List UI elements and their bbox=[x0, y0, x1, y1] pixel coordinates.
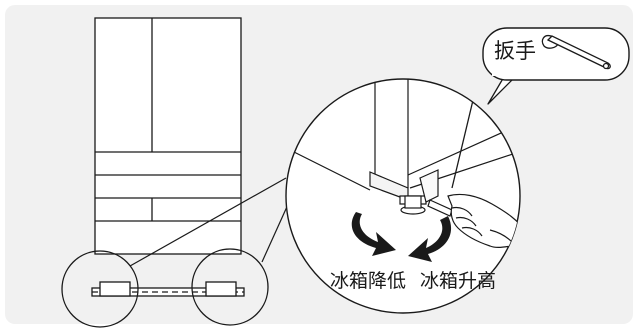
right-foot bbox=[205, 281, 237, 297]
fridge-body bbox=[94, 17, 242, 255]
callout-lines bbox=[129, 177, 291, 267]
raise-arrow-icon bbox=[408, 216, 452, 262]
raise-fridge-label: 冰箱升高 bbox=[420, 270, 497, 292]
lower-fridge-label: 冰箱降低 bbox=[330, 270, 407, 292]
fridge-base bbox=[91, 281, 245, 297]
callout-bubble bbox=[482, 27, 630, 81]
wrench-icon bbox=[541, 34, 611, 70]
zoom-circle-right bbox=[191, 248, 269, 326]
zoom-circle-left bbox=[61, 250, 139, 328]
zoom-circles bbox=[61, 248, 269, 328]
lower-arrow-icon bbox=[351, 212, 396, 256]
wrench-label: 扳手 bbox=[494, 39, 536, 63]
left-foot bbox=[99, 281, 131, 297]
wrench-callout bbox=[482, 27, 630, 105]
refrigerator bbox=[94, 17, 242, 255]
hand bbox=[447, 193, 520, 249]
